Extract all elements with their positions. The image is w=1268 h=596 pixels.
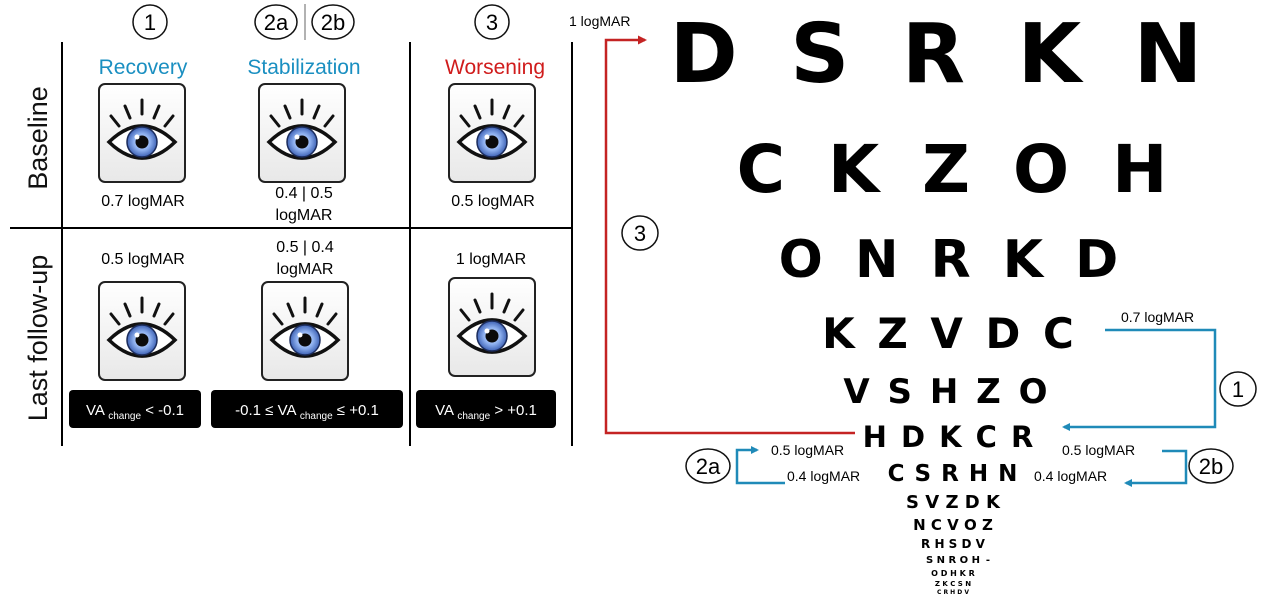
criterion-worsening-sub: change [457,411,490,422]
followup-value-worsening: 1 logMAR [456,251,526,268]
marker-2a-label: 2a [696,454,721,479]
row-label-baseline: Baseline [23,86,53,190]
eye-chart-row-2: C K Z O H [737,131,1178,208]
label-0-5-logmar-right: 0.5 logMAR [1062,442,1135,458]
eye-chart-row-11: S N R O H [926,555,980,566]
marker-1-circle [1219,371,1257,407]
eye-chart-row-3: O N R K D [779,230,1126,290]
eye-chart-row-9: N C V O Z [913,516,993,534]
blue-stabilization-2b-arrow [1124,449,1188,487]
criterion-recovery-sub: change [108,411,141,422]
marker-3-label: 3 [634,221,646,246]
number-badge-3 [474,4,510,40]
header-recovery: 1 Recovery [99,4,188,79]
header-label-recovery: Recovery [99,56,188,79]
number-badge-2a-label: 2a [264,10,289,35]
label-0-4-logmar-left: 0.4 logMAR [787,468,860,484]
criterion-stabilization-pre: -0.1 ≤ VA [235,402,300,419]
marker-2b-label: 2b [1199,454,1223,479]
criterion-worsening-pre: VA [435,402,457,419]
marker-1-label: 1 [1232,377,1244,402]
red-worsening-arrow [604,35,855,435]
number-badge-2b-label: 2b [321,10,345,35]
eye-icon-followup-worsening [447,276,537,378]
svg-text:VA change > +0.1: VA change > +0.1 [435,402,537,422]
eye-chart-stray-mark: - [986,555,990,566]
number-badge-2a [254,4,298,40]
marker-2a-circle [685,448,731,484]
eye-chart-row-10: R H S D V [921,537,986,551]
number-badge-2b [311,4,355,40]
label-0-7-logmar: 0.7 logMAR [1121,309,1194,325]
criterion-box-worsening: VA change > +0.1 [416,390,556,428]
eye-icon-followup-stabilization [260,280,350,382]
number-badge-3-label: 3 [486,10,498,35]
followup-value-stabilization-line2: logMAR [277,261,334,278]
eye-icon-baseline-worsening [447,82,537,184]
marker-2b-circle [1188,448,1234,484]
header-label-stabilization: Stabilization [247,56,360,79]
eye-icon-baseline-stabilization [257,82,347,184]
criterion-box-recovery: VA change < -0.1 [69,390,201,428]
header-stabilization: 2a 2b Stabilization [247,4,361,79]
eye-chart-row-6: H D K C R [863,420,1036,454]
marker-3-circle [621,215,659,251]
annotations: 1 logMAR 3 0.7 logMAR 1 0.5 logMAR 0.4 l… [569,13,1257,487]
eye-icon-followup-recovery [97,280,187,382]
eye-chart-row-13: Z K C S N [935,580,971,588]
eye-chart: D S R K N C K Z O H O N R K D K Z V D C … [670,7,1215,596]
eye-icon-baseline-recovery [97,82,187,184]
baseline-value-recovery: 0.7 logMAR [101,193,185,210]
baseline-value-stabilization-line1: 0.4 | 0.5 [275,185,333,202]
criterion-stabilization-sub: change [300,411,333,422]
outcome-grid: Baseline Last follow-up 1 Recovery 2a 2b… [10,4,573,446]
svg-text:-0.1 ≤ VA change ≤ +0.1: -0.1 ≤ VA change ≤ +0.1 [235,402,379,422]
row-label-last-follow-up: Last follow-up [23,255,53,422]
followup-value-stabilization-line1: 0.5 | 0.4 [276,239,334,256]
criterion-worsening-post: > +0.1 [490,402,537,419]
baseline-value-worsening: 0.5 logMAR [451,193,535,210]
criterion-stabilization-post: ≤ +0.1 [333,402,379,419]
svg-text:VA change < -0.1: VA change < -0.1 [86,402,184,422]
eye-chart-row-8: S V Z D K [906,492,1001,513]
baseline-value-stabilization-line2: logMAR [276,207,333,224]
header-worsening: 3 Worsening [445,4,545,79]
blue-recovery-arrow [1062,328,1217,431]
blue-stabilization-2a-arrow [735,446,785,485]
followup-value-recovery: 0.5 logMAR [101,251,185,268]
number-badge-1 [132,4,168,40]
eye-chart-row-12: O D H K R [931,569,975,578]
label-0-4-logmar-right: 0.4 logMAR [1034,468,1107,484]
eye-chart-row-1: D S R K N [670,7,1215,102]
header-label-worsening: Worsening [445,56,545,79]
label-1-logmar: 1 logMAR [569,13,630,29]
criterion-recovery-pre: VA [86,402,108,419]
eye-chart-row-7: C S R H N [888,461,1019,487]
label-0-5-logmar-left: 0.5 logMAR [771,442,844,458]
eye-chart-row-4: K Z V D C [822,309,1078,358]
criterion-recovery-post: < -0.1 [141,402,184,419]
eye-chart-row-5: V S H Z O [843,372,1050,412]
number-badge-1-label: 1 [144,10,156,35]
criterion-box-stabilization: -0.1 ≤ VA change ≤ +0.1 [211,390,403,428]
eye-chart-row-14: C R H D V [937,589,969,596]
